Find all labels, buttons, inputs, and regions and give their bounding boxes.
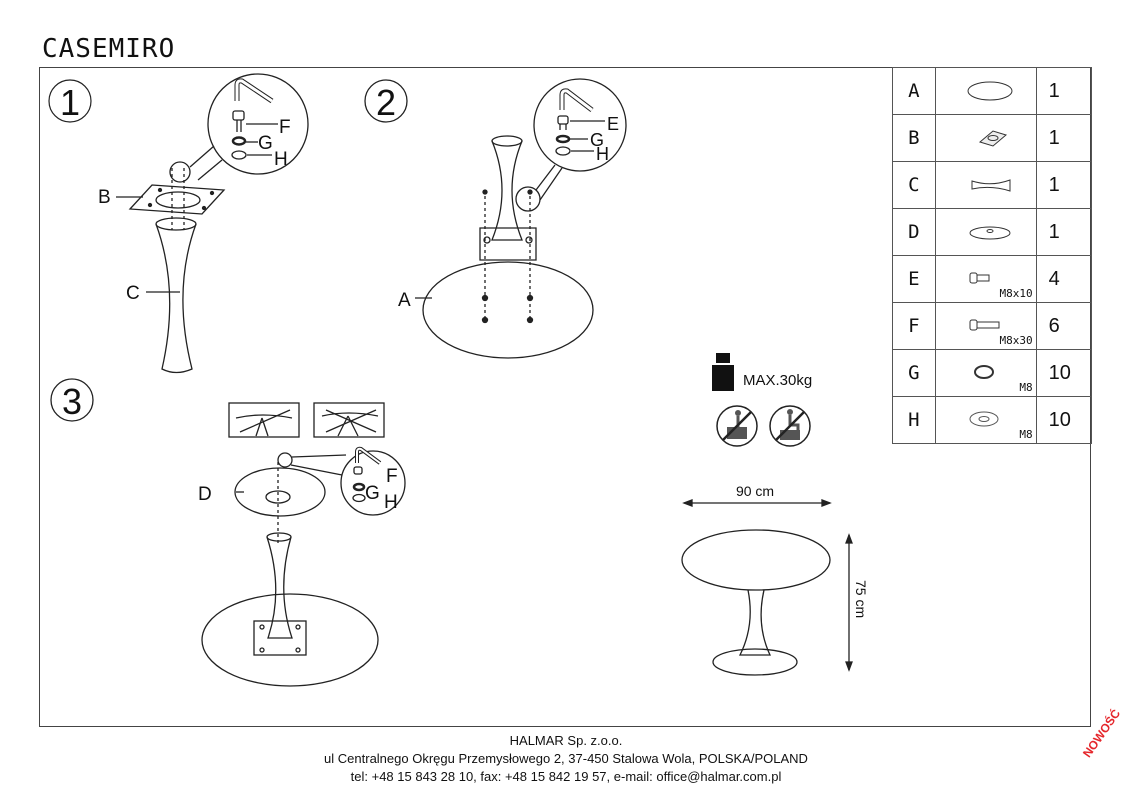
svg-text:G: G xyxy=(590,130,604,150)
parts-table: A 1 B 1 C 1 D 1 E M8x10 4 F M8x30 6 G M8… xyxy=(892,67,1093,444)
table-row: A 1 xyxy=(892,67,1093,115)
svg-text:F: F xyxy=(279,117,291,138)
footer-contact: tel: +48 15 843 28 10, fax: +48 15 842 1… xyxy=(350,769,782,784)
footer-address: ul Centralnego Okręgu Przemysłowego 2, 3… xyxy=(324,751,808,766)
footer-company: HALMAR Sp. z.o.o. xyxy=(509,733,623,748)
svg-text:3: 3 xyxy=(62,381,82,422)
height-label: 75 cm xyxy=(853,580,869,618)
step-number: 1 xyxy=(60,82,80,123)
table-row: D 1 xyxy=(892,208,1093,256)
part-c-icon xyxy=(934,161,1037,209)
svg-text:G: G xyxy=(258,133,273,154)
max-load-label: MAX.30kg xyxy=(743,372,812,389)
part-f-bolt-icon: M8x30 xyxy=(934,302,1037,350)
part-d-icon xyxy=(934,208,1037,256)
part-b-icon xyxy=(934,114,1037,162)
step-1: 1 F G H B C xyxy=(48,73,309,374)
product-title: CASEMIRO xyxy=(42,34,176,64)
svg-text:E: E xyxy=(607,114,619,134)
bolt-icon xyxy=(232,110,245,121)
svg-text:A: A xyxy=(398,290,411,311)
svg-text:H: H xyxy=(274,149,288,170)
no-sitting-icon xyxy=(769,405,811,447)
svg-text:D: D xyxy=(198,484,212,505)
svg-text:2: 2 xyxy=(376,82,396,123)
weight-icon xyxy=(712,353,734,391)
table-row: H M8 10 xyxy=(892,396,1093,444)
dimension-drawing: 90 cm 75 cm xyxy=(681,483,869,676)
part-a-icon xyxy=(934,67,1037,115)
part-e-bolt-icon: M8x10 xyxy=(934,255,1037,303)
width-label: 90 cm xyxy=(736,483,774,499)
svg-text:F: F xyxy=(386,466,398,487)
table-row: F M8x30 6 xyxy=(892,302,1093,350)
step-2: 2 E G H A xyxy=(364,78,627,359)
table-row: C 1 xyxy=(892,161,1093,209)
table-row: B 1 xyxy=(892,114,1093,162)
washer-icon xyxy=(231,150,247,160)
spring-washer-icon xyxy=(231,136,247,146)
svg-text:H: H xyxy=(384,492,398,513)
svg-text:G: G xyxy=(365,483,380,504)
step-3: 3 F G H D xyxy=(50,378,406,687)
no-standing-icon xyxy=(716,405,758,447)
svg-text:C: C xyxy=(126,283,140,304)
part-h-washer-icon: M8 xyxy=(934,396,1037,444)
part-g-spring-washer-icon: M8 xyxy=(934,349,1037,397)
table-row: G M8 10 xyxy=(892,349,1093,397)
svg-text:H: H xyxy=(596,144,609,164)
table-row: E M8x10 4 xyxy=(892,255,1093,303)
svg-text:B: B xyxy=(98,187,111,208)
